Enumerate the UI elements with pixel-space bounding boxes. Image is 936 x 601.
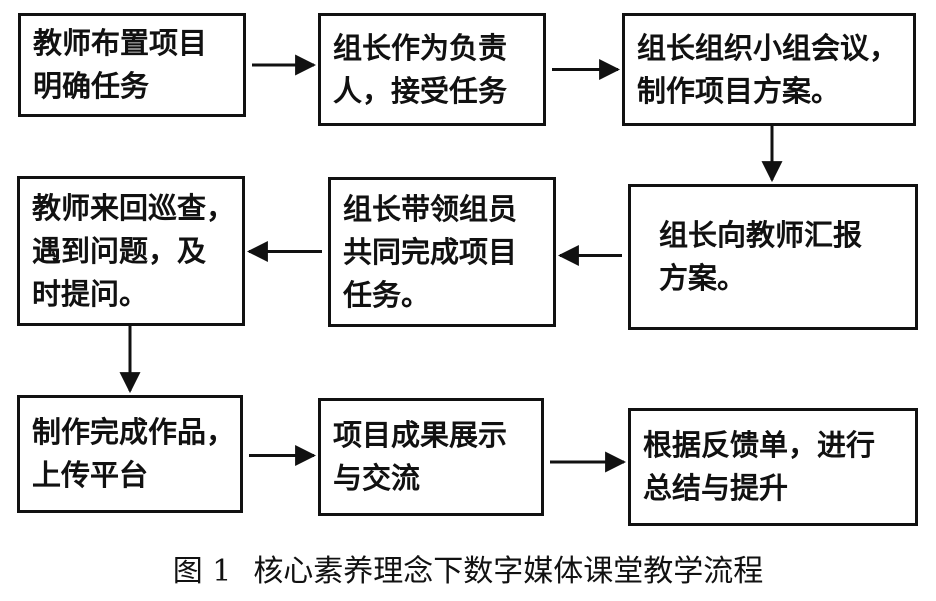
- step-2-line-1: 组长作为负责: [333, 30, 508, 65]
- step-6-line-1: 教师来回巡查，: [32, 190, 236, 225]
- step-3-line-1: 组长组织小组会议，: [637, 30, 899, 65]
- step-5-line-3: 任务。: [343, 277, 431, 312]
- step-2-line-2: 人，接受任务: [333, 73, 508, 108]
- step-8-line-2: 与交流: [333, 461, 421, 495]
- step-3-line-2: 制作项目方案。: [637, 73, 841, 108]
- step-5-line-2: 共同完成项目: [343, 234, 518, 269]
- step-6-box: 教师来回巡查， 遇到问题，及 时提问。: [17, 176, 245, 326]
- step-2-box: 组长作为负责 人，接受任务: [318, 13, 546, 126]
- step-1-line-1: 教师布置项目: [33, 26, 208, 60]
- step-7-box: 制作完成作品， 上传平台: [17, 395, 243, 513]
- step-4-box: 组长向教师汇报 方案。: [628, 184, 918, 330]
- step-1-line-2: 明确任务: [33, 69, 150, 103]
- step-5-line-1: 组长带领组员: [343, 191, 518, 226]
- step-5-box: 组长带领组员 共同完成项目 任务。: [328, 177, 556, 327]
- step-7-line-2: 上传平台: [32, 458, 149, 492]
- step-8-box: 项目成果展示 与交流: [318, 398, 544, 516]
- step-6-line-2: 遇到问题，及: [32, 233, 207, 268]
- figure-number: 图 1: [172, 554, 232, 589]
- step-4-line-2: 方案。: [659, 261, 747, 295]
- step-4-line-1: 组长向教师汇报: [659, 218, 863, 252]
- step-8-line-1: 项目成果展示: [333, 418, 508, 452]
- step-9-line-1: 根据反馈单，进行: [643, 428, 876, 462]
- step-3-box: 组长组织小组会议， 制作项目方案。: [622, 13, 916, 126]
- step-7-line-1: 制作完成作品，: [32, 415, 236, 449]
- step-6-line-3: 时提问。: [32, 276, 149, 311]
- step-1-box: 教师布置项目 明确任务: [18, 13, 246, 117]
- figure-caption: 图 1 核心素养理念下数字媒体课堂教学流程: [0, 546, 936, 590]
- figure-title: 核心素养理念下数字媒体课堂教学流程: [253, 554, 764, 589]
- step-9-line-2: 总结与提升: [643, 471, 789, 505]
- step-9-box: 根据反馈单，进行 总结与提升: [628, 408, 918, 526]
